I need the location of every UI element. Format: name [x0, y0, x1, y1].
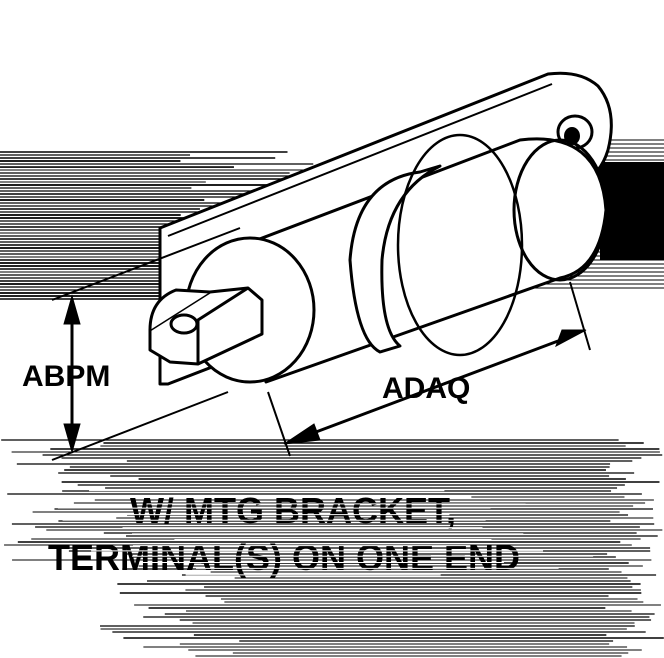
height-dimension-label: ABPM	[22, 360, 110, 393]
length-dimension	[267, 281, 591, 457]
caption-line-2: TERMINAL(S) ON ONE END	[48, 537, 520, 578]
length-dimension-label: ADAQ	[382, 372, 470, 405]
height-dimension	[51, 227, 241, 461]
caption-line-1: W/ MTG BRACKET,	[130, 490, 456, 531]
caption-streaks	[51, 490, 594, 576]
terminal-tab	[148, 286, 264, 366]
terminal-hole	[169, 313, 199, 335]
